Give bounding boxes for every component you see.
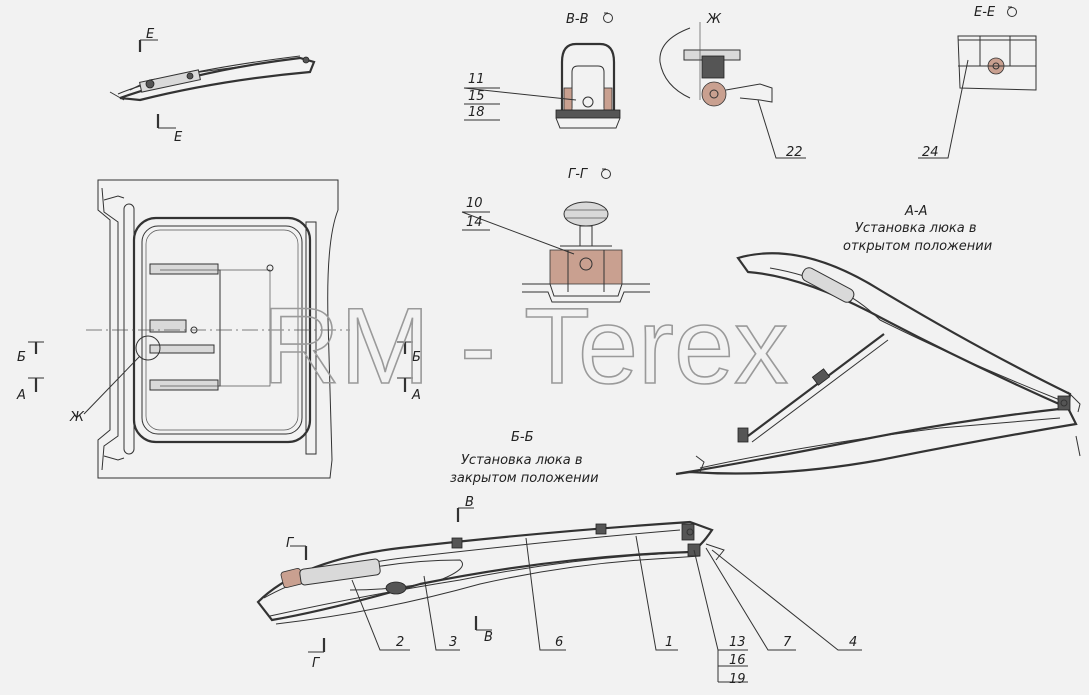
section-vv-drawing — [555, 42, 621, 129]
callout-16: 16 — [729, 653, 746, 668]
section-aa-drawing — [675, 252, 1081, 476]
top-left-hatch-profile — [109, 55, 316, 102]
svg-text:22: 22 — [786, 145, 803, 160]
callout-bb-6: 6 — [525, 537, 566, 651]
section-mark-e-top: Е — [138, 27, 158, 52]
svg-text:7: 7 — [783, 635, 792, 650]
view-aa-caption-1: Установка люка в — [855, 221, 977, 236]
callout-bb-1: 1 — [635, 535, 678, 651]
callout-22: 22 — [757, 99, 806, 160]
callout-bb-3: 3 — [423, 575, 460, 651]
section-letter-v-bottom: В — [484, 630, 493, 645]
view-title-gg: Г-Г — [568, 167, 589, 182]
section-letter-a-right: А — [411, 388, 421, 403]
svg-text:4: 4 — [849, 635, 857, 650]
section-mark-v-bottom: В — [474, 616, 493, 645]
callout-19: 19 — [729, 672, 746, 687]
detail-zh-drawing — [659, 22, 773, 107]
svg-text:6: 6 — [555, 635, 563, 650]
svg-text:3: 3 — [449, 635, 457, 650]
svg-text:24: 24 — [922, 145, 939, 160]
view-aa-caption-2: открытом положении — [843, 239, 992, 254]
view-title-aa: А-А — [904, 204, 927, 219]
detail-zh-leader: Ж — [69, 355, 141, 425]
svg-text:1: 1 — [665, 635, 673, 650]
view-title-bb: Б-Б — [511, 430, 534, 445]
callout-13: 13 — [729, 635, 746, 650]
view-title-ee: Е-Е — [974, 5, 996, 20]
section-gg-drawing — [522, 201, 650, 303]
section-letter-g-top: Г — [286, 536, 295, 551]
section-letter-b-left: Б — [17, 350, 26, 365]
view-bb-caption-1: Установка люка в — [461, 453, 583, 468]
callout-10: 10 — [466, 196, 483, 211]
callout-bb-4: 4 — [711, 549, 862, 651]
callout-14: 14 — [466, 215, 483, 230]
detail-zh-circle — [135, 335, 161, 361]
rotate-view-icon — [603, 12, 613, 23]
callout-vv-stack: 11 15 18 — [463, 72, 577, 121]
watermark-text: RM - Terex — [262, 285, 788, 406]
section-letter-v-top: В — [465, 495, 474, 510]
detail-letter-zh: Ж — [69, 410, 85, 425]
section-mark-e-bottom: Е — [156, 114, 183, 145]
section-mark-a-right: А — [397, 377, 421, 403]
callout-11: 11 — [468, 72, 485, 87]
section-ee-drawing — [957, 35, 1037, 91]
section-mark-g-bottom: Г — [308, 638, 326, 671]
view-bb-caption-2: закрытом положении — [450, 471, 599, 486]
section-letter-a-left: А — [16, 388, 26, 403]
section-mark-a-left: А — [16, 377, 44, 403]
callout-bb-stack: 13 16 19 — [693, 549, 748, 687]
section-mark-b-left: Б — [17, 341, 44, 365]
callout-18: 18 — [468, 105, 485, 120]
roof-hatch-plan-view — [86, 179, 350, 479]
section-mark-v-top: В — [456, 495, 474, 522]
callout-bb-7: 7 — [705, 547, 796, 651]
callout-24: 24 — [918, 59, 969, 160]
rotate-view-icon-ee — [1007, 6, 1017, 17]
section-letter-g-bottom: Г — [312, 656, 321, 671]
rotate-view-icon-gg — [601, 168, 611, 179]
callout-15: 15 — [468, 89, 485, 104]
callout-gg-stack: 10 14 — [461, 196, 575, 255]
svg-text:2: 2 — [396, 635, 404, 650]
section-mark-g-top: Г — [286, 536, 308, 560]
section-letter-e-bottom: Е — [174, 130, 183, 145]
callout-bb-2: 2 — [351, 579, 410, 651]
section-letter-b-right: Б — [412, 350, 421, 365]
view-title-vv: В-В — [566, 12, 589, 27]
section-bb-drawing — [256, 520, 725, 625]
view-title-zh: Ж — [706, 12, 722, 27]
section-mark-b-right: Б — [397, 341, 421, 365]
section-letter-e-top: Е — [146, 27, 155, 42]
